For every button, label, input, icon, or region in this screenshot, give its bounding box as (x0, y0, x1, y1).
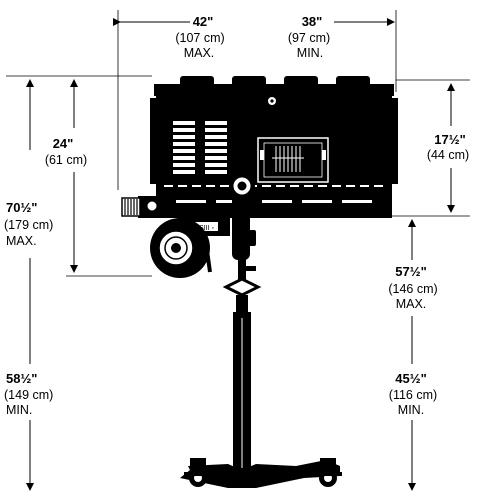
stand (180, 258, 342, 488)
label-overall-height-max: 70½" (179 cm) MAX. (4, 200, 53, 248)
width-min-qualifier: MIN. (297, 46, 323, 60)
stand-height-max-value: 57½" (395, 264, 426, 279)
overall-height-min-qualifier: MIN. (6, 403, 32, 417)
stand-height-max-metric: (146 cm) (388, 282, 437, 296)
overall-height-max-qualifier: MAX. (6, 234, 37, 248)
label-head-height: 17½" (44 cm) (427, 132, 469, 162)
overall-height-max-metric: (179 cm) (4, 218, 53, 232)
heater-head: ◉ SIII ◦ (121, 76, 398, 278)
head-drop-metric: (61 cm) (45, 153, 87, 167)
width-max-qualifier: MAX. (184, 46, 215, 60)
overall-height-min-value: 58½" (6, 371, 37, 386)
width-max-metric: (107 cm) (175, 31, 224, 45)
stand-height-min-metric: (116 cm) (389, 388, 437, 402)
label-width-max: 42" (107 cm) MAX. (175, 14, 224, 60)
head-height-metric: (44 cm) (427, 148, 469, 162)
overall-height-max-value: 70½" (6, 200, 37, 215)
stand-height-max-qualifier: MAX. (396, 297, 427, 311)
stand-height-min-qualifier: MIN. (398, 403, 424, 417)
head-drop-value: 24" (53, 136, 74, 151)
width-min-value: 38" (302, 14, 323, 29)
label-stand-height-max: 57½" (146 cm) MAX. (388, 264, 437, 311)
label-overall-height-min: 58½" (149 cm) MIN. (4, 371, 53, 417)
label-width-min: 38" (97 cm) MIN. (288, 14, 330, 60)
head-height-value: 17½" (434, 132, 465, 147)
overall-height-min-metric: (149 cm) (4, 388, 53, 402)
label-stand-height-min: 45½" (116 cm) MIN. (389, 371, 437, 417)
width-min-metric: (97 cm) (288, 31, 330, 45)
label-head-drop: 24" (61 cm) (45, 136, 87, 167)
dimension-lines (6, 10, 470, 491)
stand-height-min-value: 45½" (395, 371, 426, 386)
width-max-value: 42" (193, 14, 214, 29)
